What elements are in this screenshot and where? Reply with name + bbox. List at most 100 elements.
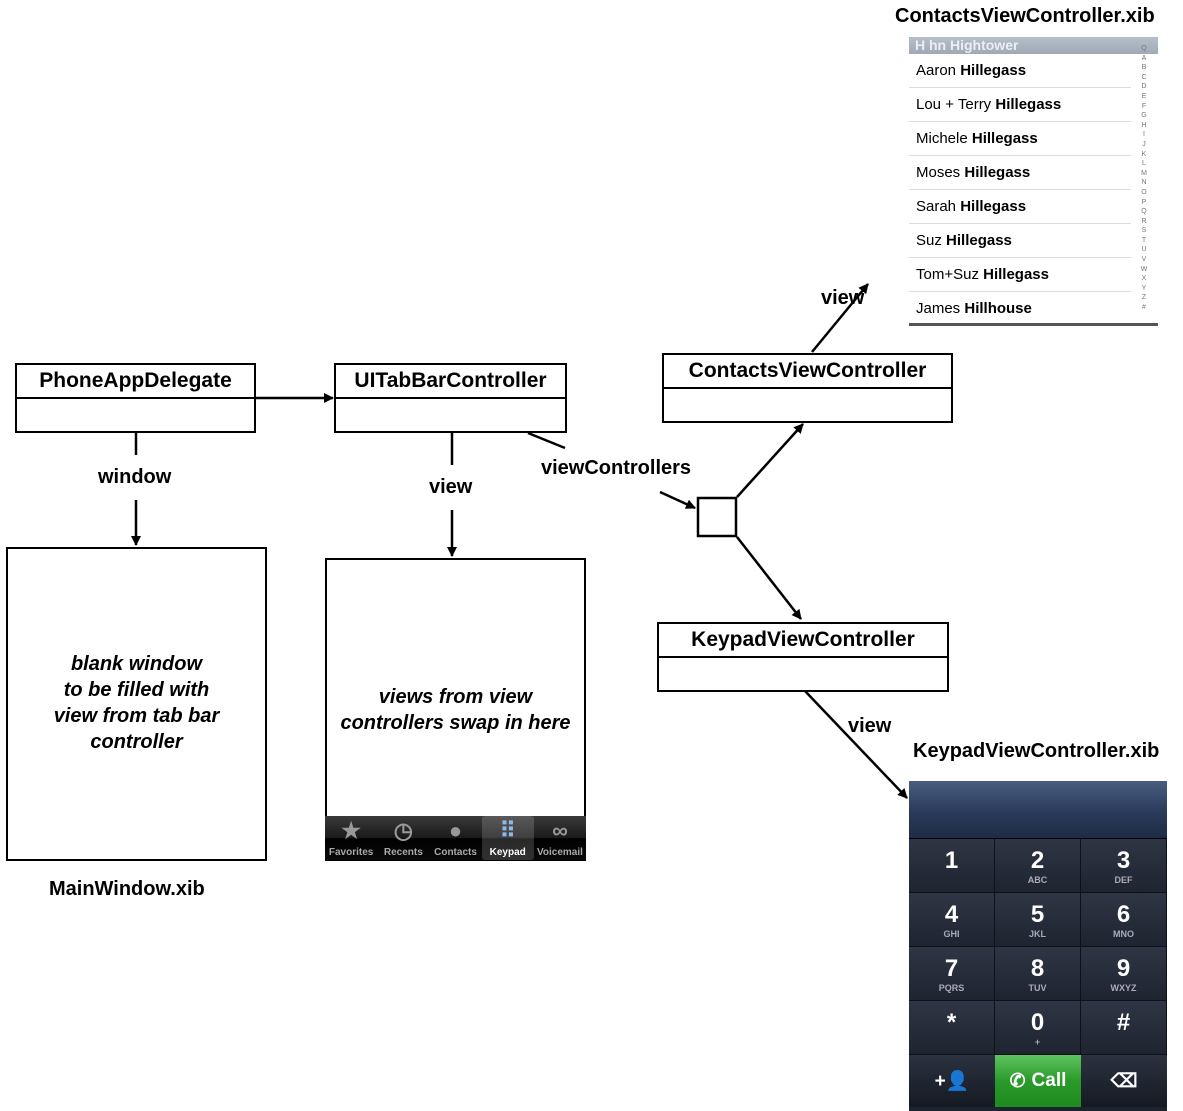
index-letter[interactable]: X	[1141, 275, 1147, 283]
index-letter[interactable]: C	[1141, 73, 1147, 81]
index-letter[interactable]: H	[1141, 121, 1147, 129]
array-node	[696, 496, 738, 538]
arrow-viewcontrollers-top	[527, 431, 566, 450]
index-letter[interactable]: I	[1143, 131, 1145, 139]
voicemail-icon: ∞	[552, 818, 568, 843]
contact-row[interactable]: Suz Hillegass	[909, 224, 1131, 258]
tab-view-note-line: controllers swap in here	[340, 712, 571, 734]
index-letter[interactable]: V	[1141, 256, 1147, 264]
contact-row[interactable]: Lou + Terry Hillegass	[909, 88, 1131, 122]
key-digit: 5	[1030, 901, 1045, 928]
clock-icon: ◷	[393, 818, 413, 843]
person-icon: ●	[448, 818, 463, 843]
index-letter[interactable]: M	[1141, 169, 1147, 177]
star-icon: ★	[341, 818, 361, 843]
add-contact-button[interactable]: +👤	[909, 1055, 995, 1107]
main-window-note-line: blank window	[70, 653, 203, 675]
contact-row[interactable]: Moses Hillegass	[909, 156, 1131, 190]
key-star[interactable]: *	[909, 1001, 995, 1055]
key-letters: GHI	[943, 929, 960, 939]
index-letter[interactable]: #	[1142, 304, 1146, 312]
call-button[interactable]: ✆ Call	[995, 1055, 1081, 1107]
tab-contacts[interactable]: ● Contacts	[429, 816, 481, 860]
index-letter[interactable]: R	[1141, 217, 1147, 225]
phone-app-delegate-title: PhoneAppDelegate	[17, 365, 254, 399]
tab-bar: ★ Favorites ◷ Recents ● Contacts ⠿ Keypa…	[325, 816, 586, 860]
key-letters: ABC	[1027, 875, 1048, 885]
index-letter[interactable]: L	[1142, 160, 1146, 168]
keypad-view-controller-box: KeypadViewController	[657, 622, 949, 692]
key-0[interactable]: 0+	[995, 1001, 1081, 1055]
key-digit: 0	[1030, 1009, 1045, 1036]
contact-row[interactable]: James Hillhouse	[909, 292, 1131, 323]
backspace-icon: ⌫	[1110, 1070, 1138, 1092]
contact-first-name: Moses	[916, 164, 961, 181]
index-letter[interactable]: D	[1141, 83, 1147, 91]
main-window-xib-label: MainWindow.xib	[49, 878, 205, 900]
contact-last-name: Hillegass	[964, 164, 1031, 181]
index-letter[interactable]: Q	[1141, 45, 1147, 52]
contacts-view-controller-title: ContactsViewController	[664, 355, 951, 389]
index-letter[interactable]: Y	[1141, 284, 1147, 292]
key-letters: DEF	[1114, 875, 1133, 885]
key-hash[interactable]: #	[1081, 1001, 1167, 1055]
phone-app-delegate-box: PhoneAppDelegate	[15, 363, 256, 433]
index-letter[interactable]: S	[1141, 227, 1147, 235]
key-digit: *	[946, 1009, 957, 1036]
main-window-note-line: to be filled with	[63, 679, 210, 701]
main-window-note: blank window to be filled with view from…	[6, 651, 267, 755]
index-letter[interactable]: E	[1141, 92, 1147, 100]
index-letter[interactable]: O	[1141, 188, 1147, 196]
contact-first-name: James	[916, 300, 961, 317]
tab-label: Voicemail	[536, 847, 583, 858]
main-window-note-line: view from tab bar	[53, 705, 220, 727]
tab-label: Keypad	[489, 847, 526, 858]
contact-last-name: Hillegass	[960, 198, 1027, 215]
tab-recents[interactable]: ◷ Recents	[377, 816, 429, 860]
index-letter[interactable]: W	[1140, 265, 1148, 273]
contact-row[interactable]: Tom+Suz Hillegass	[909, 258, 1131, 292]
add-contact-icon: +👤	[934, 1071, 970, 1092]
key-digit: 4	[944, 901, 959, 928]
delete-button[interactable]: ⌫	[1081, 1055, 1167, 1107]
contact-row[interactable]: Aaron Hillegass	[909, 54, 1131, 88]
index-letter[interactable]: K	[1141, 150, 1147, 158]
index-letter[interactable]: F	[1141, 102, 1147, 110]
keypad-view-label: view	[848, 715, 892, 737]
index-letter[interactable]: J	[1142, 140, 1146, 148]
contact-first-name: Suz	[916, 232, 942, 249]
contact-row[interactable]: Michele Hillegass	[909, 122, 1131, 156]
key-digit: 2	[1030, 847, 1045, 874]
index-letter[interactable]: A	[1141, 54, 1147, 62]
index-letter[interactable]: P	[1141, 198, 1147, 206]
contact-row[interactable]: Sarah Hillegass	[909, 190, 1131, 224]
index-letter[interactable]: N	[1141, 179, 1147, 187]
tab-favorites[interactable]: ★ Favorites	[325, 816, 377, 860]
index-letter[interactable]: Q	[1141, 208, 1147, 216]
index-letter[interactable]: T	[1141, 236, 1147, 244]
main-window-note-line: controller	[90, 731, 183, 753]
index-letter[interactable]: U	[1141, 246, 1147, 254]
key-1[interactable]: 1	[909, 839, 995, 893]
contacts-xib-label: ContactsViewController.xib	[895, 5, 1155, 27]
key-letters: TUV	[1028, 983, 1047, 993]
contact-first-name: Aaron	[916, 62, 957, 79]
tab-voicemail[interactable]: ∞ Voicemail	[534, 816, 586, 860]
key-letters: PQRS	[938, 983, 965, 993]
arrow-viewcontrollers	[659, 490, 696, 510]
key-letters: MNO	[1113, 929, 1134, 939]
tab-keypad[interactable]: ⠿ Keypad	[481, 816, 534, 860]
index-letter[interactable]: B	[1141, 64, 1147, 72]
contact-last-name: Hillegass	[946, 232, 1012, 249]
index-letter[interactable]: Z	[1141, 294, 1147, 302]
index-letter[interactable]: G	[1141, 112, 1147, 120]
